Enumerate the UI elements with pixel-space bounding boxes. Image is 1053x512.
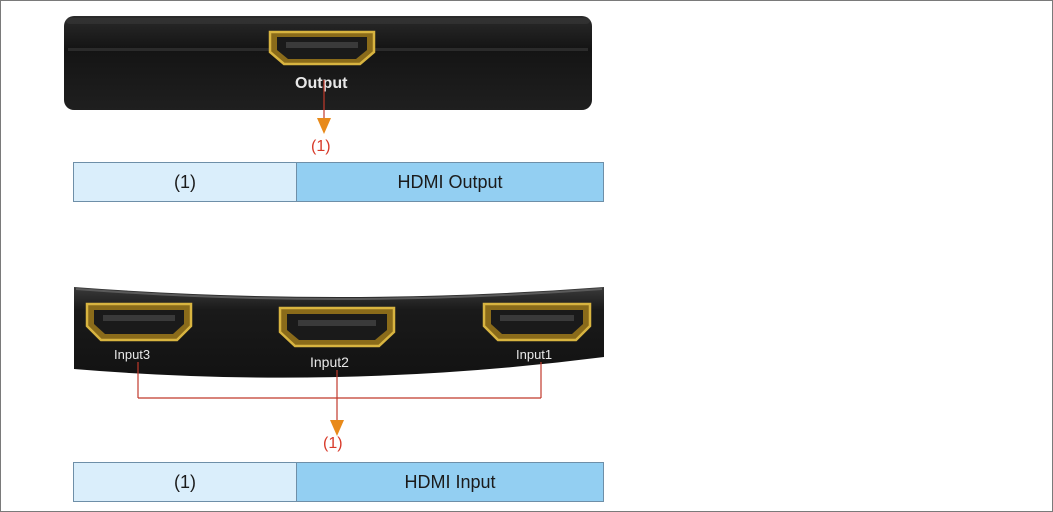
output-callout-number: (1) xyxy=(311,138,331,155)
input-legend-row: (1) HDMI Input xyxy=(73,462,604,502)
input3-port-label: Input3 xyxy=(114,347,151,362)
output-legend-row: (1) HDMI Output xyxy=(73,162,604,202)
output-legend-description: HDMI Output xyxy=(297,163,603,201)
input-legend-number: (1) xyxy=(74,463,297,501)
input-callout-number: (1) xyxy=(323,435,343,452)
output-port-label: Output xyxy=(295,75,348,92)
hdmi-output-port xyxy=(268,30,376,71)
input2-port-label: Input2 xyxy=(310,354,349,370)
hdmi-input2-port xyxy=(278,306,396,353)
input1-port-label: Input1 xyxy=(516,347,553,362)
input-legend-description: HDMI Input xyxy=(297,463,603,501)
hdmi-input1-port xyxy=(482,302,592,347)
hdmi-input3-port xyxy=(85,302,193,347)
output-legend-number: (1) xyxy=(74,163,297,201)
